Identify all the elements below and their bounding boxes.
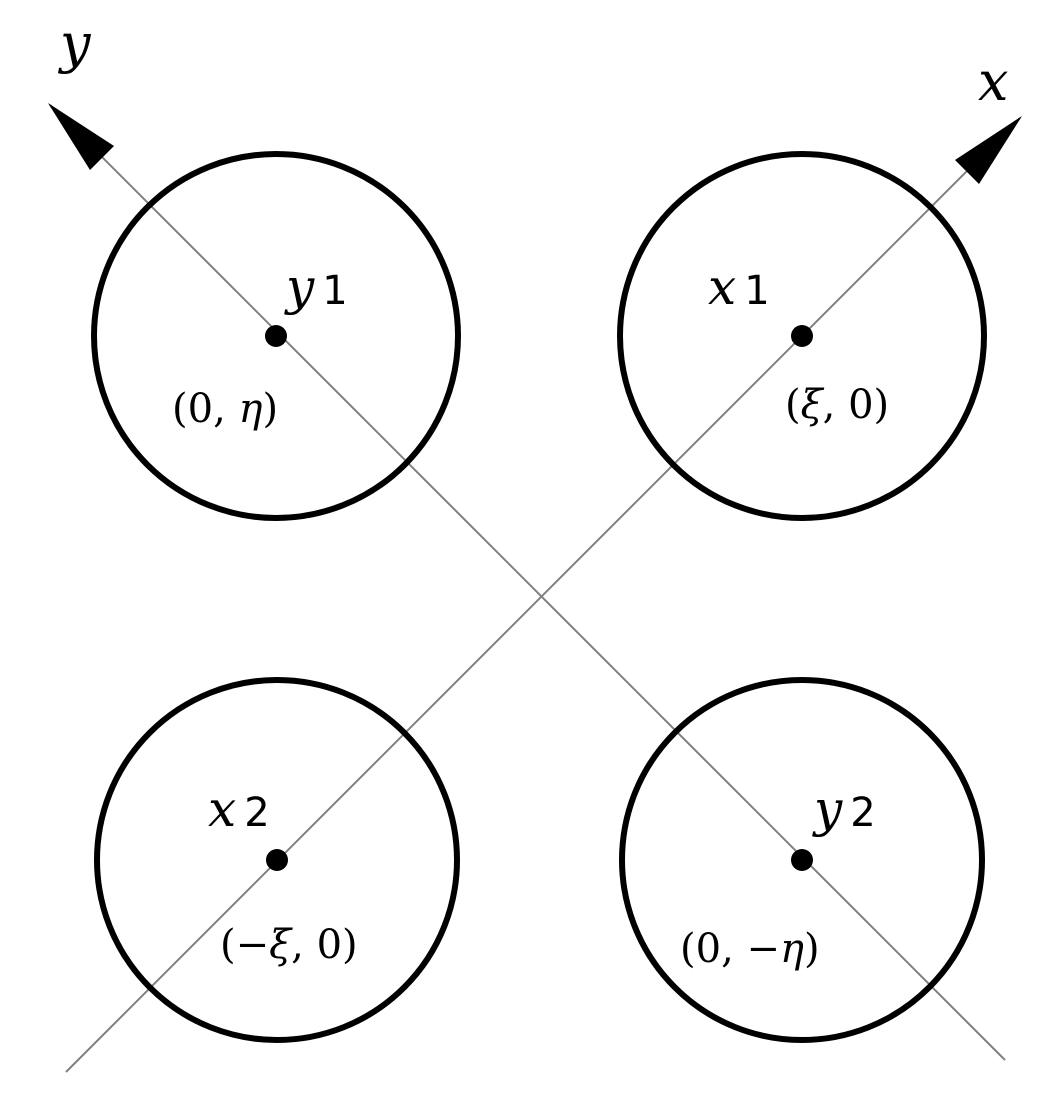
circle-y1 [91,151,461,521]
circle-x2 [94,677,460,1043]
coord-x1: (ξ, 0) [785,382,889,428]
coord-x1-open: ( [785,382,801,428]
x-axis-arrowhead [955,116,1022,184]
label-y2-symbol: y [812,780,843,838]
coord-y1-close: ) [262,386,278,432]
coord-y2-sep: , [721,926,746,972]
coord-y1: (0, η) [172,386,278,432]
coord-y2-first: 0 [696,926,721,972]
label-x1-symbol: x [708,258,736,316]
coord-x2-first: −ξ [236,922,294,968]
coord-y1-open: ( [172,386,188,432]
circle-y2 [619,677,985,1043]
coord-x1-first: ξ [801,382,825,428]
y-axis-arrowhead [48,103,114,170]
center-dot-y2 [791,849,813,871]
coord-y1-first: 0 [188,386,213,432]
coord-y2-second: −η [747,926,805,972]
coord-x1-close: ) [874,382,890,428]
label-y2-subscript: 2 [850,790,875,836]
coord-x2-second: 0 [317,922,342,968]
x-axis-label: x [978,50,1008,113]
coord-y1-sep: , [213,386,238,432]
x-axis-line [65,117,1021,1073]
label-y1-symbol: y [284,258,315,316]
circle-x1 [617,151,987,521]
coord-x2-open: ( [220,922,236,968]
label-y1-subscript: 1 [322,268,347,314]
coord-x1-second: 0 [848,382,873,428]
label-x2-subscript: 2 [244,790,269,836]
coord-x1-sep: , [823,382,848,428]
y-axis-line [49,104,1006,1061]
coord-y2: (0, −η) [680,926,820,972]
coord-y1-second: η [239,386,263,432]
center-dot-y1 [265,325,287,347]
y-axis-label: y [58,12,92,75]
coord-x2-sep: , [291,922,316,968]
center-dot-x1 [791,325,813,347]
coord-y2-close: ) [804,926,820,972]
label-x1-subscript: 1 [744,268,769,314]
center-dot-x2 [266,849,288,871]
coord-y2-open: ( [680,926,696,972]
coord-x2: (−ξ, 0) [220,922,358,968]
label-x2-symbol: x [208,780,236,838]
coord-x2-close: ) [342,922,358,968]
